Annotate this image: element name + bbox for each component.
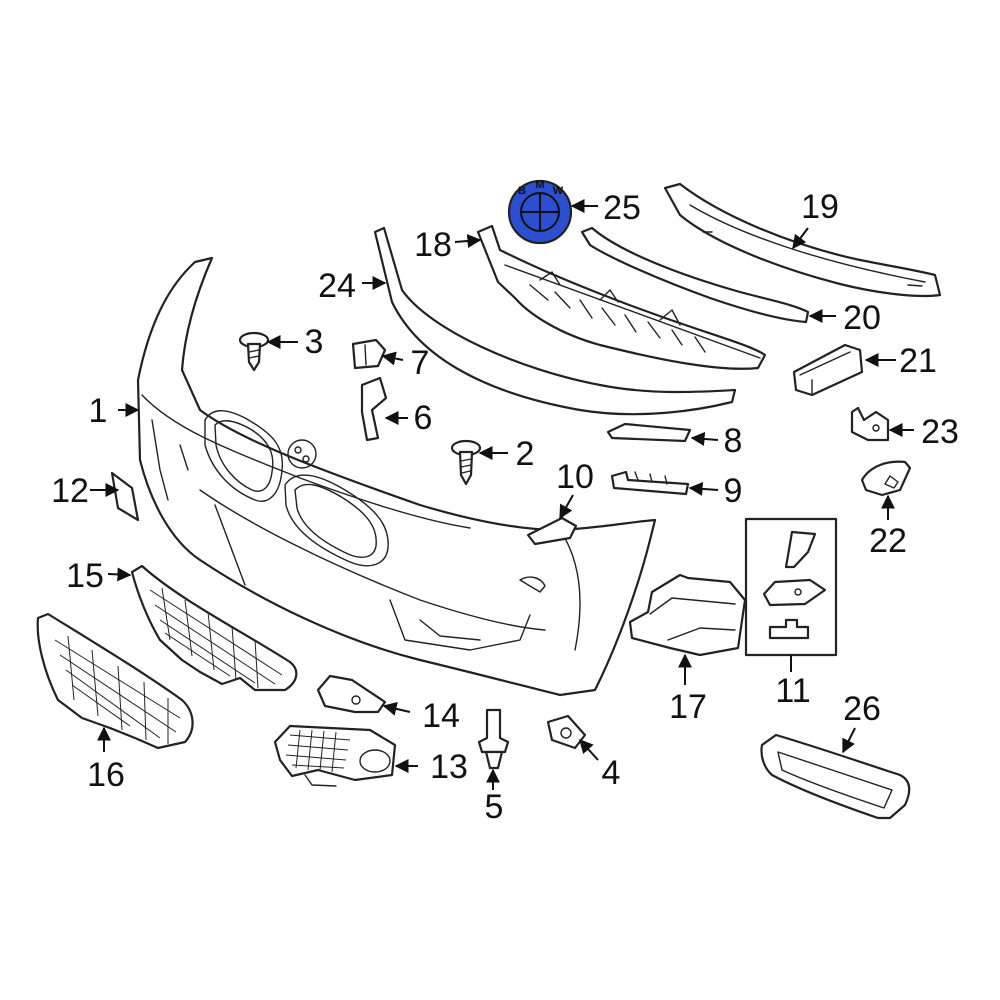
part-15-lower-grille[interactable] bbox=[130, 564, 298, 692]
callout-16[interactable]: 16 bbox=[87, 756, 125, 794]
leader-lines bbox=[90, 199, 914, 790]
callout-26[interactable]: 26 bbox=[843, 690, 881, 728]
callout-14[interactable]: 14 bbox=[422, 697, 460, 735]
callout-5[interactable]: 5 bbox=[485, 788, 504, 826]
callout-10[interactable]: 10 bbox=[556, 458, 594, 496]
part-13-fog-grille[interactable] bbox=[273, 724, 397, 787]
callout-7[interactable]: 7 bbox=[411, 344, 430, 382]
callout-8[interactable]: 8 bbox=[724, 422, 743, 460]
part-23-bracket[interactable] bbox=[850, 406, 890, 442]
callout-18[interactable]: 18 bbox=[414, 226, 452, 264]
part-24-upper-strip[interactable] bbox=[373, 226, 737, 416]
part-26-trim-ring[interactable] bbox=[760, 733, 911, 820]
part-12-reflector[interactable] bbox=[110, 471, 140, 522]
callout-23[interactable]: 23 bbox=[921, 413, 959, 451]
callout-11[interactable]: 11 bbox=[775, 672, 810, 710]
callout-21[interactable]: 21 bbox=[899, 342, 937, 380]
emblem-letter-m: M bbox=[535, 179, 544, 191]
part-25-emblem[interactable]: B M W bbox=[507, 179, 573, 245]
part-11-kit[interactable] bbox=[744, 517, 838, 657]
emblem-letter-b: B bbox=[518, 185, 526, 197]
part-5-rivet[interactable] bbox=[477, 708, 510, 770]
callout-13[interactable]: 13 bbox=[430, 748, 468, 786]
callout-1[interactable]: 1 bbox=[89, 392, 108, 430]
part-10-cover[interactable] bbox=[526, 516, 578, 546]
callout-22[interactable]: 22 bbox=[869, 522, 907, 560]
callout-labels: 1 2 3 4 5 6 7 8 9 10 11 12 13 14 15 16 1… bbox=[51, 188, 959, 826]
callout-17[interactable]: 17 bbox=[669, 688, 707, 726]
part-6-bracket[interactable] bbox=[360, 376, 388, 442]
part-3-screw[interactable] bbox=[238, 331, 270, 372]
callout-12[interactable]: 12 bbox=[51, 472, 89, 510]
callout-3[interactable]: 3 bbox=[305, 323, 324, 361]
part-16-side-grille[interactable] bbox=[36, 612, 194, 750]
part-18-impact-absorber[interactable] bbox=[476, 224, 767, 370]
callout-24[interactable]: 24 bbox=[318, 267, 356, 305]
callout-9[interactable]: 9 bbox=[724, 472, 743, 510]
part-8-trim[interactable] bbox=[606, 422, 692, 443]
callout-20[interactable]: 20 bbox=[843, 299, 881, 337]
callout-6[interactable]: 6 bbox=[414, 399, 433, 437]
part-4-clip-nut[interactable] bbox=[546, 714, 587, 750]
part-21-bracket[interactable] bbox=[792, 343, 864, 397]
part-9-trim[interactable] bbox=[610, 470, 690, 496]
part-22-sensor-bracket[interactable] bbox=[860, 460, 912, 497]
part-14-bracket[interactable] bbox=[316, 674, 387, 714]
callout-19[interactable]: 19 bbox=[801, 188, 839, 226]
callout-4[interactable]: 4 bbox=[602, 754, 621, 792]
part-17-air-duct[interactable] bbox=[628, 573, 747, 657]
part-1-bumper-cover[interactable] bbox=[136, 256, 657, 697]
callout-25[interactable]: 25 bbox=[603, 189, 641, 227]
part-20-lower-bar[interactable] bbox=[580, 226, 810, 324]
part-19-upper-bar[interactable] bbox=[663, 182, 942, 298]
part-7-bracket[interactable] bbox=[351, 338, 387, 370]
callout-2[interactable]: 2 bbox=[516, 435, 535, 473]
callout-15[interactable]: 15 bbox=[66, 557, 104, 595]
part-2-screw[interactable] bbox=[450, 439, 482, 486]
emblem-letter-w: W bbox=[553, 185, 564, 197]
